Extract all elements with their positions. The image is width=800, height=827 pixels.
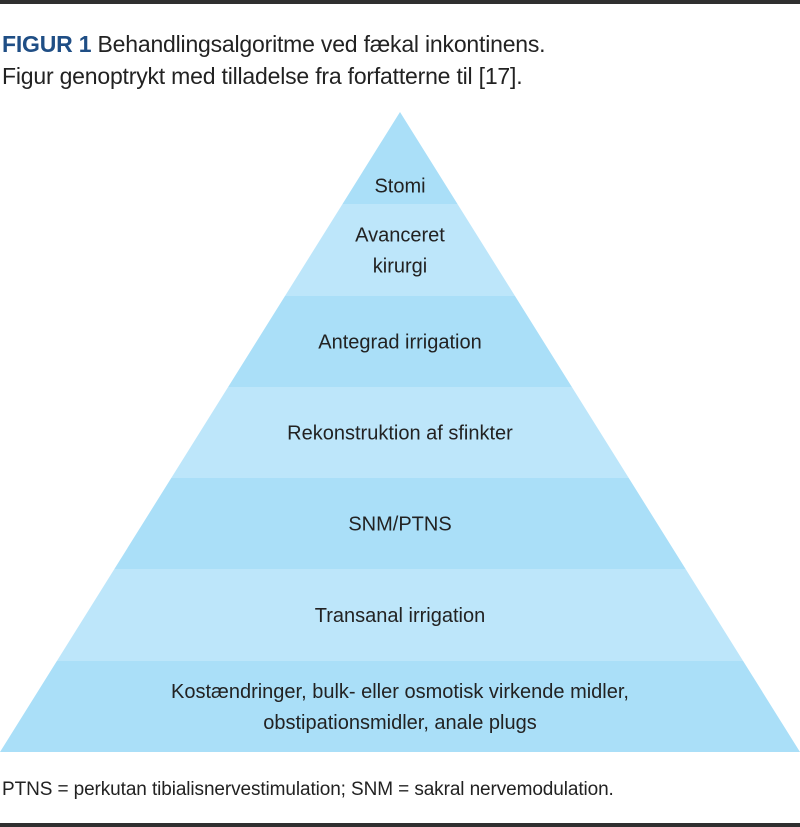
bottom-rule (0, 823, 800, 827)
pyramid-layer-label: SNM/PTNS (348, 514, 451, 536)
pyramid-layer-label: Transanal irrigation (315, 605, 485, 627)
pyramid-layer-label: kirurgi (373, 256, 427, 278)
caption-line-1: FIGUR 1 Behandlingsalgoritme ved fækal i… (2, 28, 798, 60)
pyramid-layer-avanceret-kirurgi (285, 204, 515, 296)
top-rule (0, 0, 800, 4)
footnote: PTNS = perkutan tibialisnervestimulation… (2, 779, 614, 800)
pyramid-layer-label: obstipationsmidler, anale plugs (263, 712, 537, 734)
pyramid-layer-transanal-irrigation (56, 569, 744, 661)
pyramid-layer-antegrad-irrigation (228, 296, 572, 387)
pyramid-layer-label: Kostændringer, bulk- eller osmotisk virk… (171, 681, 629, 703)
pyramid-layer-label: Stomi (374, 176, 425, 198)
pyramid-layer-label: Rekonstruktion af sfinkter (287, 423, 513, 445)
pyramid-layer-snm-ptns (114, 478, 686, 569)
pyramid-layer-kostaendringer (0, 661, 800, 752)
pyramid-layer-label: Avanceret (355, 225, 445, 247)
caption-line-2: Figur genoptrykt med tilladelse fra forf… (2, 63, 523, 89)
pyramid-layer-label: Antegrad irrigation (318, 332, 481, 354)
caption-title: Behandlingsalgoritme ved fækal inkontine… (91, 31, 546, 57)
figure-label: FIGUR 1 (2, 31, 92, 57)
pyramid-layer-rekonstruktion-af-sfinkter (171, 387, 629, 478)
pyramid-layer-stomi (342, 112, 458, 204)
figure-caption: FIGUR 1 Behandlingsalgoritme ved fækal i… (2, 28, 798, 92)
